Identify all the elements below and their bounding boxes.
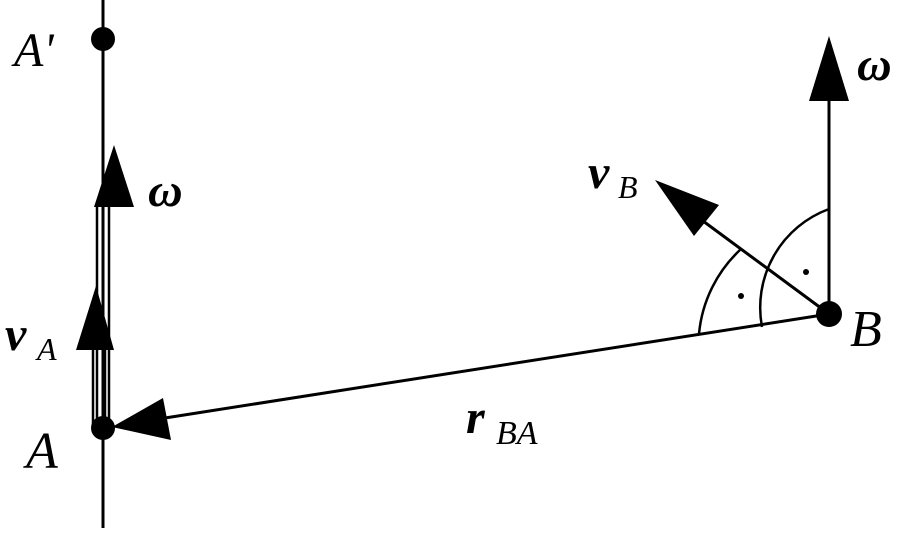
point-a-prime-dot [91, 27, 115, 51]
velocity-vector-b [655, 180, 830, 316]
point-a-label: A [23, 423, 58, 480]
r-ba-label: r [466, 391, 486, 444]
omega-right-label: ω [857, 38, 892, 91]
omega-left-label: ω [148, 164, 183, 217]
velocity-b-subscript: B [618, 169, 638, 205]
right-angle-arc-vb-r [697, 248, 742, 335]
point-a-dot [91, 416, 115, 440]
velocity-a-subscript: A [35, 331, 57, 367]
omega-vector-left [94, 145, 134, 428]
right-angle-arc-omega-r [758, 207, 830, 328]
velocity-vector-a [76, 286, 114, 428]
velocity-b-label: v [588, 146, 610, 199]
right-angle-dot-1 [803, 269, 809, 275]
point-a-prime-label: A' [11, 24, 54, 77]
right-angle-dot-2 [738, 293, 744, 299]
velocity-a-label: v [5, 308, 27, 361]
omega-vector-right [809, 36, 849, 314]
r-ba-subscript: BA [496, 415, 538, 452]
point-b-label: B [850, 301, 882, 358]
position-vector-r-ba [112, 312, 830, 440]
